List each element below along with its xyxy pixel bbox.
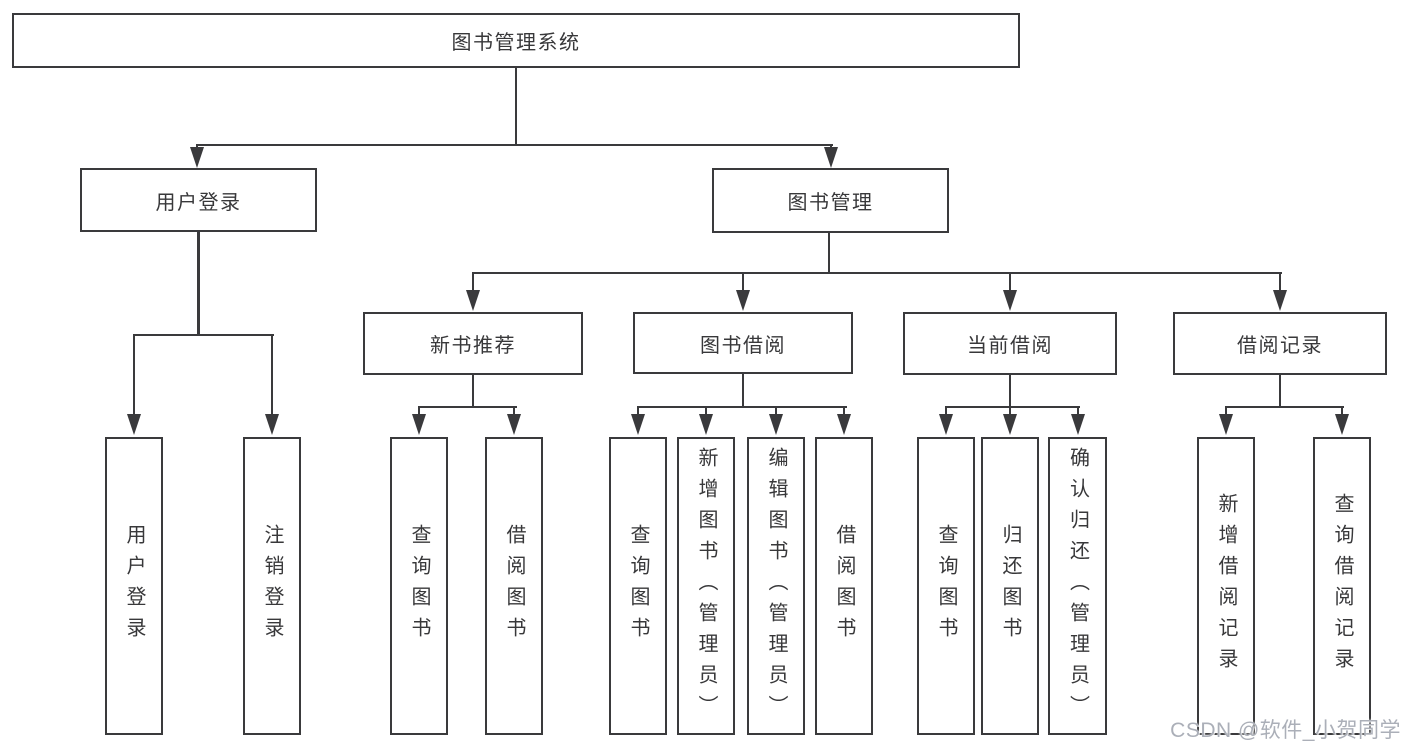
connector-line: [774, 405, 778, 421]
watermark: CSDN @软件_小贺同学: [1170, 719, 1401, 742]
arrow-down-icon: [631, 414, 645, 435]
arrow-down-icon: [699, 414, 713, 435]
arrow-down-icon: [939, 414, 953, 435]
connector-line: [1008, 271, 1012, 296]
connector-line: [704, 405, 708, 421]
connector-line: [1224, 405, 1228, 421]
connector-line: [417, 405, 517, 409]
arrow-down-icon: [190, 147, 204, 168]
leaf-borrow-books-recommend: 借阅图书: [485, 437, 543, 735]
connector-line: [741, 374, 745, 408]
node-book-borrowing: 图书借阅: [633, 312, 853, 374]
arrow-down-icon: [1003, 290, 1017, 311]
leaf-add-borrow-record: 新增借阅记录: [1197, 437, 1255, 735]
leaf-label: 借阅图书: [833, 524, 855, 648]
connector-line: [132, 333, 274, 337]
connector-line: [471, 271, 475, 296]
leaf-query-borrow-record: 查询借阅记录: [1313, 437, 1371, 735]
connector-line: [1224, 405, 1344, 409]
leaf-query-books-borrowing: 查询图书: [609, 437, 667, 735]
node-user-login: 用户登录: [80, 168, 317, 232]
leaf-logout: 注销登录: [243, 437, 301, 735]
arrow-down-icon: [1219, 414, 1233, 435]
connector-line: [842, 405, 846, 421]
arrow-down-icon: [412, 414, 426, 435]
node-label: 图书管理: [787, 192, 874, 214]
node-book-management: 图书管理: [712, 168, 949, 233]
connector-line: [195, 143, 833, 147]
connector-line: [514, 67, 518, 146]
connector-line: [636, 405, 847, 409]
connector-line: [197, 232, 200, 336]
leaf-query-books-recommend: 查询图书: [390, 437, 448, 735]
leaf-label: 用户登录: [123, 524, 145, 648]
leaf-label: 查询图书: [408, 524, 430, 648]
node-new-book-recommend: 新书推荐: [363, 312, 583, 375]
connector-line: [944, 405, 948, 421]
leaf-label: 编辑图书（管理员）: [765, 446, 787, 726]
leaf-label: 查询图书: [627, 524, 649, 648]
connector-line: [132, 333, 136, 420]
arrow-down-icon: [837, 414, 851, 435]
leaf-add-book-admin: 新增图书（管理员）: [677, 437, 735, 735]
arrow-down-icon: [265, 414, 279, 435]
connector-line: [270, 333, 274, 420]
arrow-down-icon: [1071, 414, 1085, 435]
arrow-down-icon: [507, 414, 521, 435]
leaf-borrow-books-borrowing: 借阅图书: [815, 437, 873, 735]
leaf-label: 借阅图书: [503, 524, 525, 648]
connector-line: [1278, 271, 1282, 296]
leaf-label: 归还图书: [999, 524, 1021, 648]
node-current-borrowing: 当前借阅: [903, 312, 1117, 375]
arrow-down-icon: [1273, 290, 1287, 311]
connector-line: [512, 405, 516, 421]
arrow-down-icon: [1003, 414, 1017, 435]
connector-line: [944, 405, 1080, 409]
connector-line: [471, 271, 1282, 275]
leaf-user-login: 用户登录: [105, 437, 163, 735]
connector-line: [1278, 375, 1282, 408]
leaf-label: 查询图书: [935, 524, 957, 648]
leaf-confirm-return-admin: 确认归还（管理员）: [1048, 437, 1107, 735]
arrow-down-icon: [466, 290, 480, 311]
leaf-return-book: 归还图书: [981, 437, 1039, 735]
node-label: 借阅记录: [1237, 335, 1323, 357]
leaf-label: 查询借阅记录: [1331, 493, 1353, 679]
leaf-query-books-current: 查询图书: [917, 437, 975, 735]
node-label: 用户登录: [155, 191, 242, 214]
arrow-down-icon: [769, 414, 783, 435]
node-label: 图书管理系统: [451, 32, 581, 54]
arrow-down-icon: [824, 147, 838, 168]
connector-line: [1008, 375, 1012, 408]
arrow-down-icon: [127, 414, 141, 435]
connector-line: [1340, 405, 1344, 421]
leaf-label: 确认归还（管理员）: [1066, 446, 1089, 726]
connector-line: [471, 374, 475, 408]
connector-line: [636, 405, 640, 421]
connector-line: [741, 271, 745, 296]
arrow-down-icon: [736, 290, 750, 311]
arrow-down-icon: [1335, 414, 1349, 435]
node-label: 图书借阅: [700, 334, 786, 357]
node-label: 新书推荐: [430, 335, 516, 357]
node-borrowing-records: 借阅记录: [1173, 312, 1387, 375]
connector-line: [1008, 405, 1012, 421]
node-root-system: 图书管理系统: [12, 13, 1020, 68]
leaf-edit-book-admin: 编辑图书（管理员）: [747, 437, 805, 735]
leaf-label: 新增图书（管理员）: [695, 446, 717, 726]
leaf-label: 注销登录: [261, 524, 283, 648]
node-label: 当前借阅: [967, 335, 1053, 357]
connector-line: [1076, 405, 1080, 421]
leaf-label: 新增借阅记录: [1215, 493, 1237, 679]
connector-line: [827, 233, 831, 274]
connector-line: [417, 405, 421, 421]
